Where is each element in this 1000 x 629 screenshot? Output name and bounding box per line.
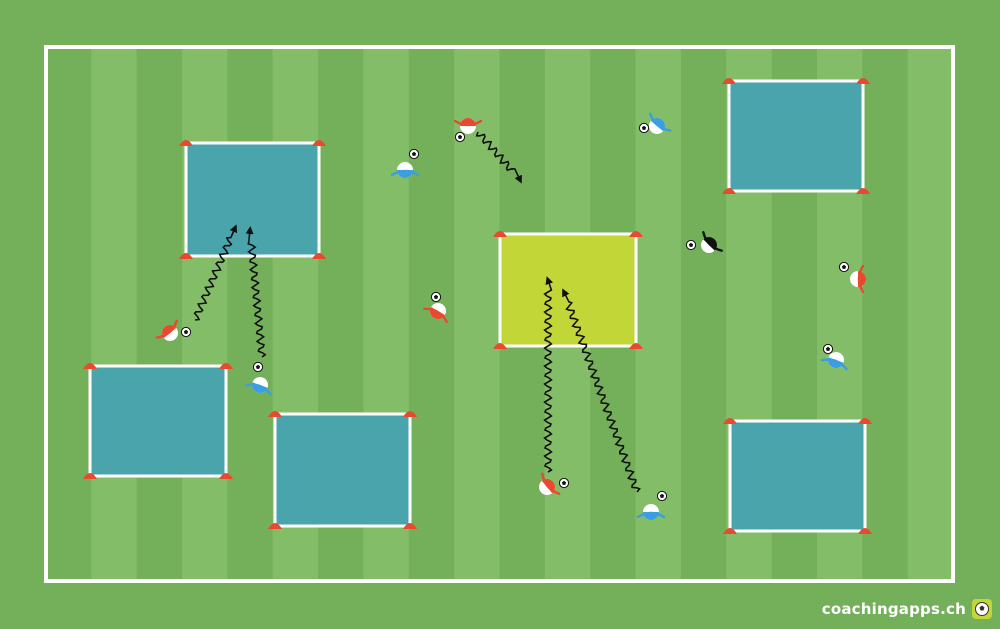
- cone-marker: [858, 418, 872, 424]
- zone-bottom-right: [723, 418, 872, 534]
- zone-mid-center: [268, 411, 417, 529]
- zone-area: [727, 79, 865, 193]
- player-arms: [244, 383, 272, 396]
- cone-marker: [179, 253, 193, 259]
- zone-area: [184, 141, 321, 258]
- player-arms: [857, 264, 865, 294]
- dribble-2-arrow: [245, 226, 267, 358]
- cone-marker: [722, 78, 736, 84]
- zone-area: [728, 419, 867, 533]
- cone-marker: [493, 231, 507, 237]
- cone-marker: [629, 231, 643, 237]
- player-arms: [541, 472, 561, 495]
- player-8-red: [850, 264, 866, 294]
- player-9-blue: [820, 352, 848, 371]
- player-arms: [702, 231, 723, 252]
- dribble-3-arrow: [543, 276, 554, 473]
- players-layer: [155, 112, 866, 520]
- zones-layer: [83, 78, 872, 534]
- cone-marker: [856, 78, 870, 84]
- arrows-layer: [193, 131, 641, 493]
- soccer-ball-icon: [408, 148, 420, 160]
- pitch-boundary: [44, 45, 955, 583]
- dribble-4-arrow: [562, 288, 641, 493]
- cone-marker: [722, 188, 736, 194]
- cone-marker: [856, 188, 870, 194]
- zone-area: [498, 232, 638, 348]
- zone-area: [88, 364, 228, 478]
- soccer-ball-icon: [180, 326, 192, 338]
- cone-marker: [312, 140, 326, 146]
- soccer-ball-icon: [656, 490, 668, 502]
- player-arms: [453, 119, 483, 127]
- player-7-black: [701, 231, 723, 253]
- soccer-ball-icon: [972, 599, 992, 619]
- cone-marker: [83, 363, 97, 369]
- cone-marker: [268, 523, 282, 529]
- dribble-1-arrow: [193, 224, 238, 321]
- cone-marker: [493, 343, 507, 349]
- zone-mid-left: [83, 363, 233, 479]
- player-2-blue: [244, 377, 272, 396]
- zone-top-right: [722, 78, 870, 194]
- cone-marker: [403, 411, 417, 417]
- player-10-red: [539, 472, 561, 495]
- player-1-red: [155, 319, 178, 341]
- player-arms: [155, 319, 178, 339]
- zone-top-left: [179, 140, 326, 259]
- soccer-ball-icon: [558, 477, 570, 489]
- player-11-blue: [636, 504, 666, 520]
- player-arms: [820, 358, 848, 371]
- soccer-ball-icon: [454, 131, 466, 143]
- cone-marker: [268, 411, 282, 417]
- player-arms: [636, 511, 666, 519]
- soccer-ball-icon: [638, 122, 650, 134]
- player-arms: [390, 169, 420, 177]
- cone-marker: [219, 473, 233, 479]
- cone-marker: [723, 418, 737, 424]
- player-arms: [649, 112, 672, 132]
- soccer-ball-icon: [838, 261, 850, 273]
- player-3-red: [453, 118, 483, 134]
- cone-marker: [403, 523, 417, 529]
- zone-area: [273, 412, 412, 528]
- player-5-red: [423, 303, 448, 324]
- cone-marker: [629, 343, 643, 349]
- soccer-ball-icon: [430, 291, 442, 303]
- player-arms: [423, 307, 448, 324]
- soccer-ball-icon: [685, 239, 697, 251]
- player-6-blue: [649, 112, 672, 134]
- soccer-ball-icon: [252, 361, 264, 373]
- brand-logo: coachingapps.ch: [822, 599, 992, 619]
- cone-marker: [179, 140, 193, 146]
- cone-marker: [312, 253, 326, 259]
- cone-marker: [858, 528, 872, 534]
- cone-marker: [219, 363, 233, 369]
- zone-center: [493, 231, 643, 349]
- dribble-5-arrow: [475, 131, 522, 184]
- soccer-ball-icon: [822, 343, 834, 355]
- brand-text: coachingapps.ch: [821, 600, 966, 618]
- cone-marker: [723, 528, 737, 534]
- cone-marker: [83, 473, 97, 479]
- player-4-blue: [390, 162, 420, 178]
